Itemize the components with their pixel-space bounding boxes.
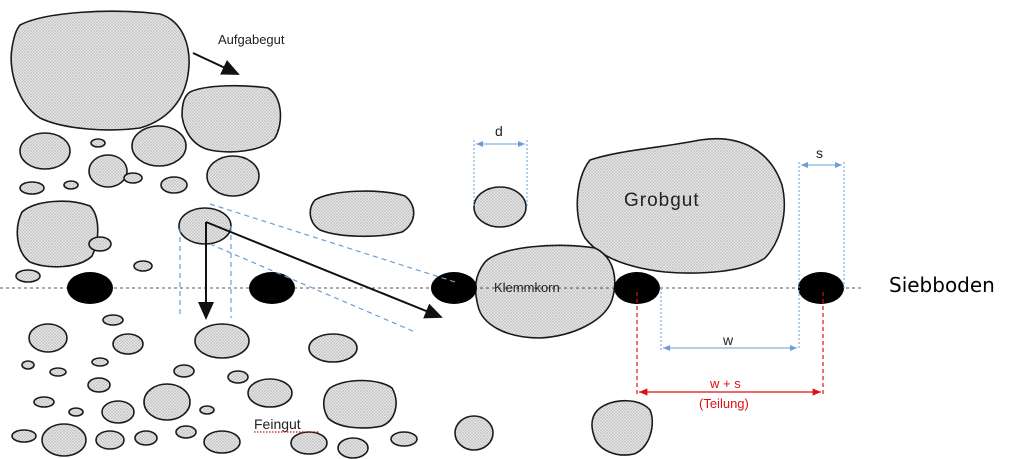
particle xyxy=(160,176,188,194)
dimension-pitch xyxy=(636,292,824,396)
particles xyxy=(10,10,785,459)
label-feed: Aufgabegut xyxy=(218,32,285,47)
screen-bar xyxy=(431,272,477,304)
particle xyxy=(19,181,45,195)
particle xyxy=(33,396,55,408)
screen-bar xyxy=(798,272,844,304)
particle xyxy=(591,399,654,456)
particle xyxy=(95,430,125,450)
particle xyxy=(21,360,35,370)
clamped-particle xyxy=(474,244,616,339)
particle xyxy=(131,125,187,167)
label-fine: Feingut xyxy=(254,416,301,432)
particle xyxy=(390,431,418,447)
particle xyxy=(11,429,37,443)
particle xyxy=(308,333,358,363)
particle xyxy=(454,415,494,451)
particle xyxy=(88,154,128,188)
label-w: w xyxy=(722,332,734,348)
particle xyxy=(194,323,250,359)
particle xyxy=(290,431,328,455)
particle xyxy=(49,367,67,377)
screen-bar xyxy=(67,272,113,304)
feed-particle xyxy=(181,84,282,153)
dimension-w xyxy=(660,288,797,351)
arrows xyxy=(192,52,443,320)
screen-bars xyxy=(67,272,844,304)
particle xyxy=(133,260,153,272)
particle xyxy=(87,377,111,393)
screen-bar xyxy=(614,272,660,304)
particle xyxy=(206,155,260,197)
particle xyxy=(19,132,71,170)
particle xyxy=(112,333,144,355)
label-clamped: Klemmkorn xyxy=(494,280,560,295)
particle xyxy=(473,186,527,228)
particle xyxy=(15,269,41,283)
particle xyxy=(227,370,249,384)
dimension-s xyxy=(798,162,845,350)
label-s: s xyxy=(816,145,823,161)
label-pitch-name: (Teilung) xyxy=(699,396,749,411)
label-d: d xyxy=(495,123,503,139)
oblique-arrow xyxy=(205,221,443,319)
particle xyxy=(28,323,68,353)
particle xyxy=(91,357,109,367)
label-pitch-formula: w + s xyxy=(709,376,741,391)
coarse-particle xyxy=(576,138,785,274)
particle xyxy=(88,236,112,252)
screen-bar xyxy=(249,272,295,304)
particle xyxy=(247,378,293,408)
particle xyxy=(134,430,158,446)
label-coarse: Grobgut xyxy=(624,190,700,211)
particle xyxy=(41,423,87,457)
particle xyxy=(68,407,84,417)
dimension-d xyxy=(473,140,528,207)
particle xyxy=(143,383,191,421)
feed-particle-large xyxy=(10,10,190,131)
particle xyxy=(173,364,195,378)
particle xyxy=(337,437,369,459)
particle xyxy=(90,138,106,148)
feed-arrow xyxy=(192,52,240,75)
particle xyxy=(102,314,124,326)
particle xyxy=(16,200,99,268)
label-screen-deck: Siebboden xyxy=(889,273,995,297)
particle xyxy=(199,405,215,415)
particle xyxy=(203,430,241,454)
particle xyxy=(123,172,143,184)
particle xyxy=(63,180,79,190)
particle xyxy=(175,425,197,439)
particle xyxy=(101,400,135,424)
particle xyxy=(309,190,415,238)
particle xyxy=(322,379,397,429)
trajectory-guides xyxy=(179,203,456,333)
